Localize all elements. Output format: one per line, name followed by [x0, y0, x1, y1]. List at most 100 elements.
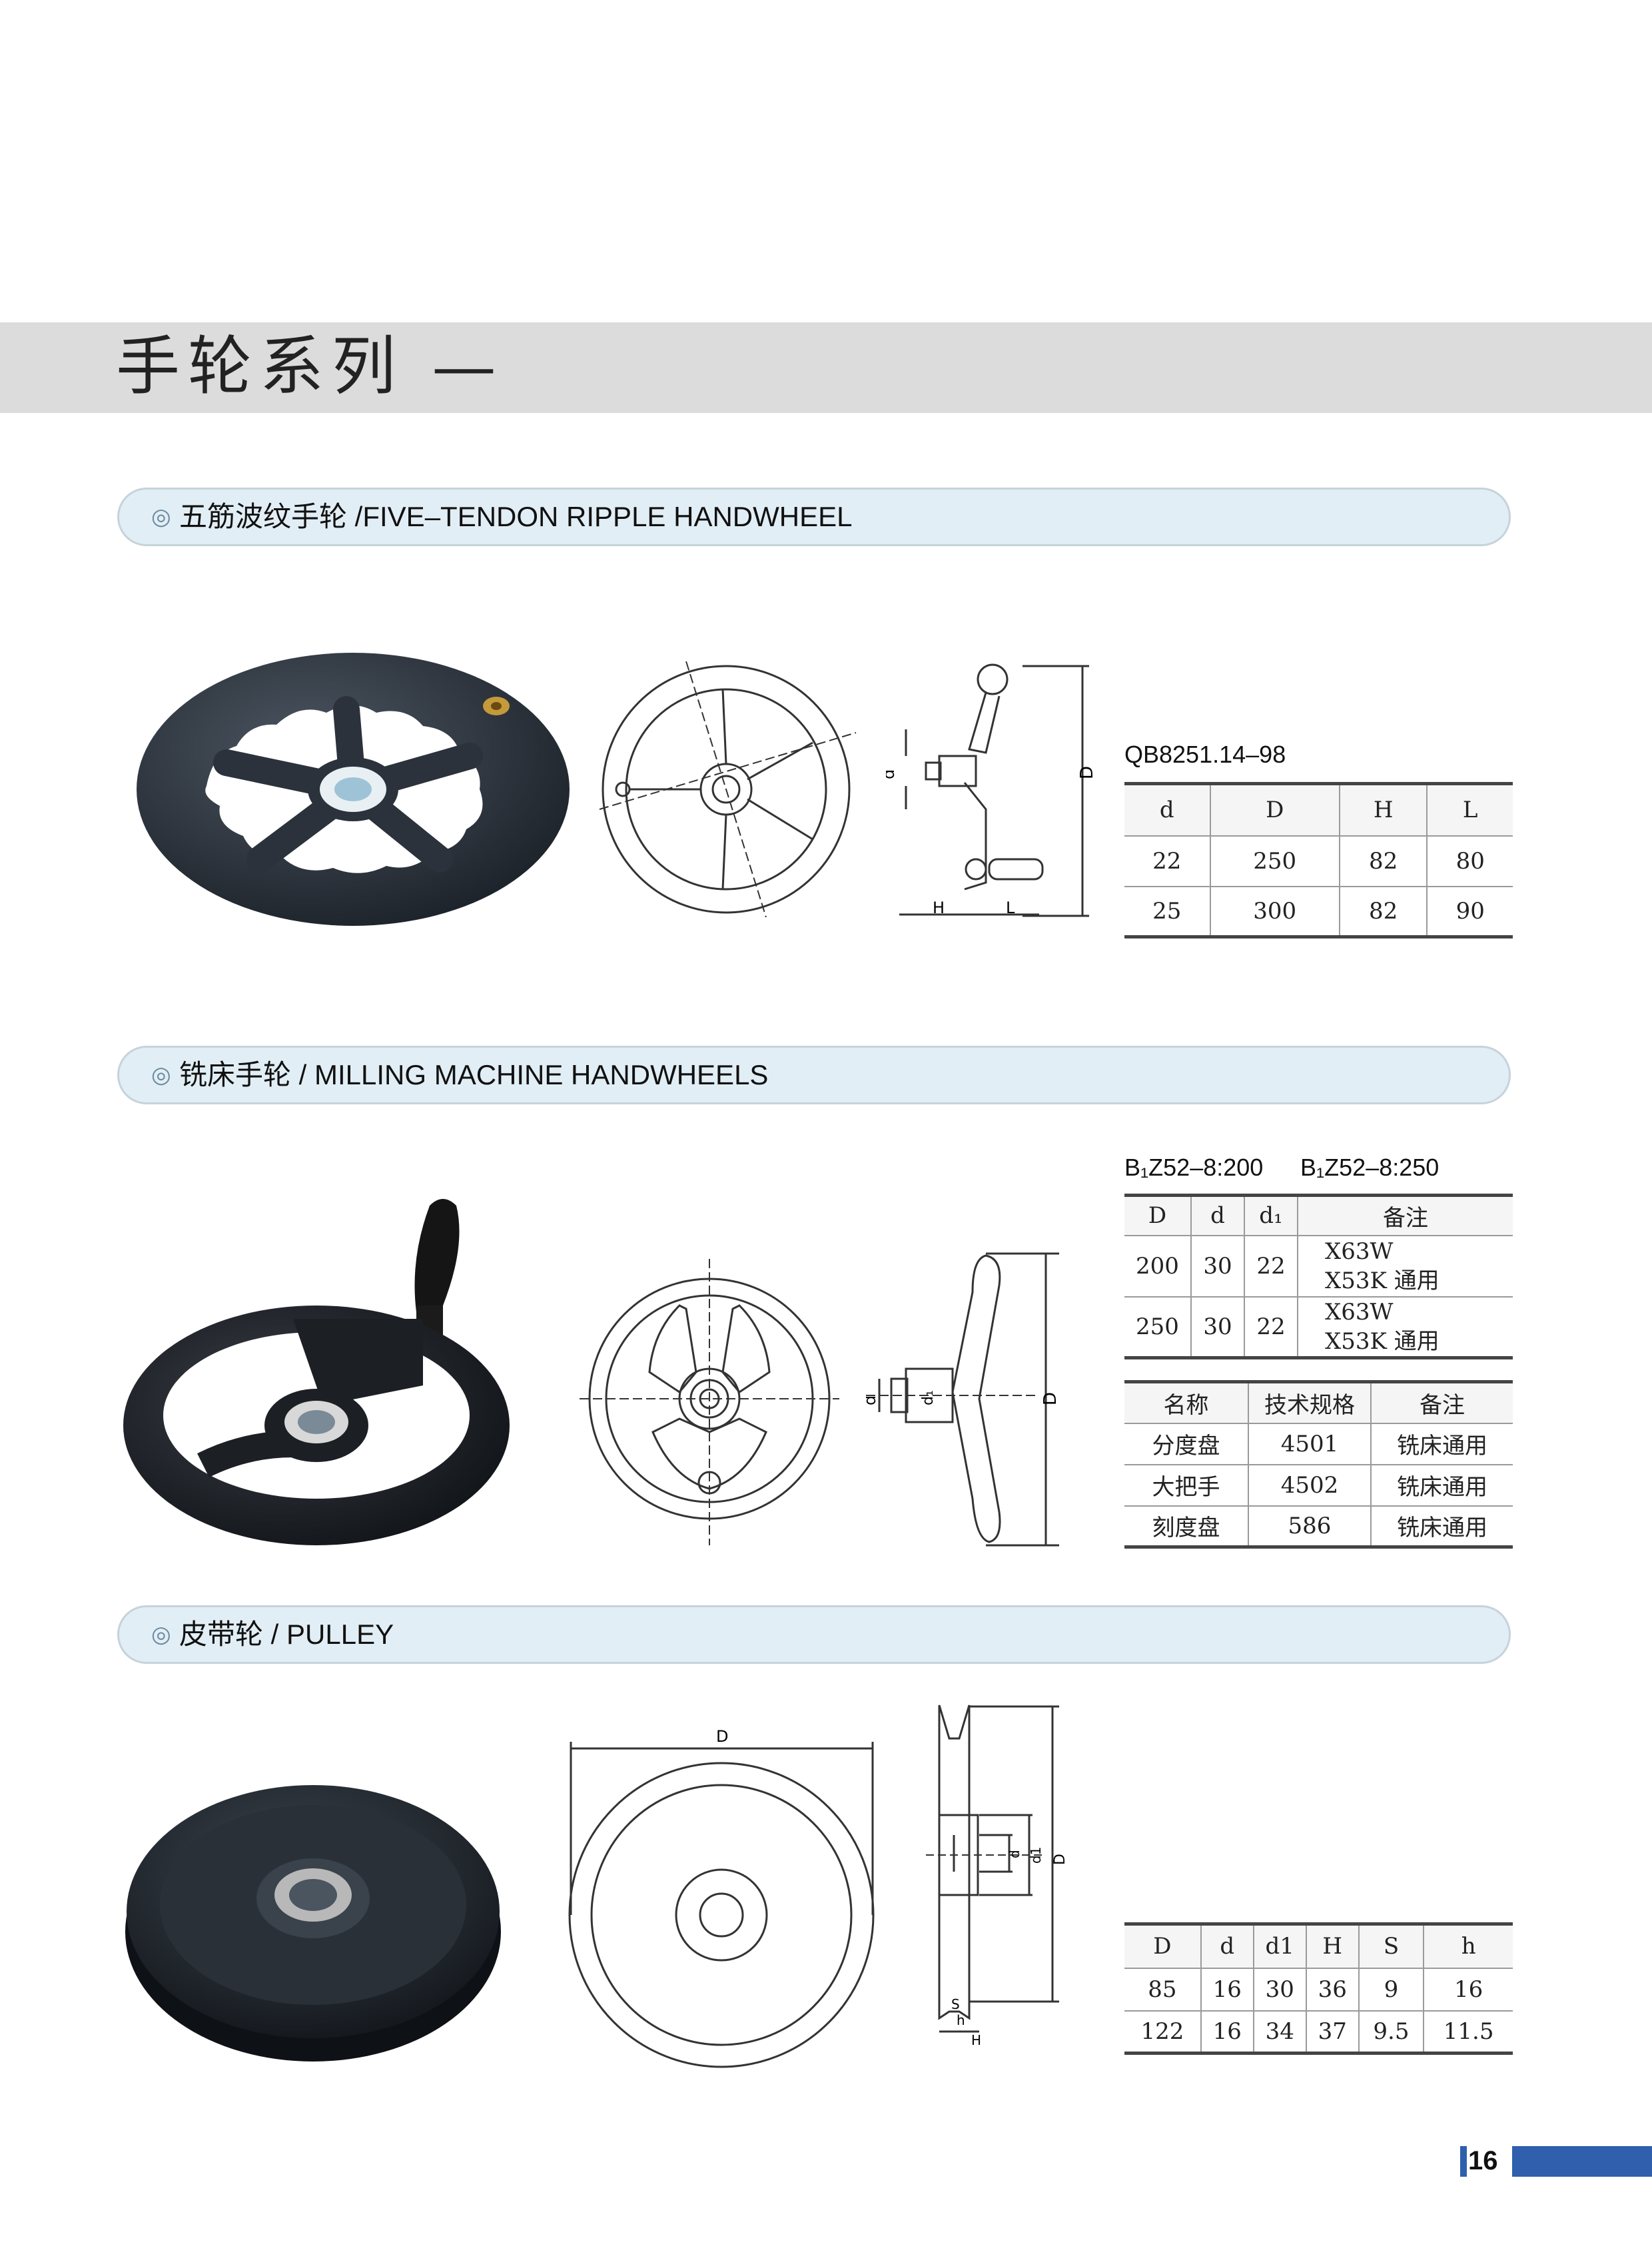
table-cell: 4502 [1248, 1464, 1372, 1506]
table-cell: 82 [1339, 835, 1428, 887]
note-line: X53K 通用 [1325, 1327, 1440, 1355]
col-header: D [1124, 1195, 1192, 1236]
table-cell: 11.5 [1443, 2018, 1494, 2045]
table-cell: 90 [1455, 897, 1485, 925]
ripple-handwheel-spec-table: d D H L 22 250 82 80 25 300 82 90 [1124, 782, 1513, 939]
pulley-front-drawing: D [568, 1727, 875, 2068]
dim-D-label: D [1077, 766, 1097, 779]
dim-S-label: S [951, 1996, 960, 2012]
page-title: 手轮系列 — [116, 329, 504, 404]
bullet-icon: ◎ [151, 504, 171, 530]
table-cell: 122 [1124, 2010, 1202, 2054]
col-header: D [1210, 783, 1340, 836]
table-cell: 30 [1191, 1296, 1245, 1358]
note-line: X63W [1325, 1238, 1394, 1265]
dim-L-label: L [1006, 899, 1015, 917]
ripple-handwheel-side-drawing: D d H L [886, 663, 1097, 917]
table-cell: 刻度盘 [1124, 1505, 1249, 1547]
table-cell: 25 [1124, 886, 1211, 937]
dim-H-label: H [933, 899, 945, 917]
model-code-b: B₁Z52–8:250 [1300, 1154, 1440, 1181]
table-cell: 22 [1244, 1235, 1298, 1297]
page-number-marker [1460, 2146, 1467, 2177]
col-header: 名称 [1124, 1381, 1249, 1423]
dim-d-label: d [866, 1395, 879, 1405]
table-cell: 22 [1124, 835, 1211, 887]
table-cell: 16 [1454, 1976, 1483, 2003]
col-header: 技术规格 [1248, 1381, 1372, 1423]
table-cell: 22 [1244, 1296, 1298, 1358]
table-cell: 85 [1124, 1968, 1202, 2011]
table-cell: 82 [1339, 886, 1428, 937]
col-header: d [1124, 783, 1211, 836]
dim-D-label: D [1040, 1392, 1060, 1405]
col-header: L [1427, 783, 1513, 836]
dim-d1-label: d1 [1028, 1847, 1044, 1864]
col-header: h [1424, 1924, 1513, 1968]
table-cell: 4501 [1248, 1423, 1372, 1465]
dim-d-label: d [886, 769, 898, 779]
ripple-handwheel-front-drawing [599, 661, 857, 918]
section-heading-pulley: ◎ 皮带轮 / PULLEY [117, 1605, 1511, 1664]
dim-d1-label: d₁ [920, 1390, 937, 1405]
table-cell: 34 [1253, 2010, 1307, 2054]
table-cell: 分度盘 [1124, 1423, 1249, 1465]
col-header: d [1191, 1195, 1245, 1236]
col-header: H [1339, 783, 1428, 836]
table-cell: 586 [1248, 1505, 1372, 1547]
bullet-icon: ◎ [151, 1062, 171, 1088]
table-cell: 大把手 [1124, 1464, 1249, 1506]
col-header: d1 [1253, 1924, 1307, 1968]
page-number: 16 [1468, 2146, 1498, 2175]
table-cell: 铣床通用 [1397, 1474, 1487, 1501]
section-heading-text: 五筋波纹手轮 /FIVE–TENDON RIPPLE HANDWHEEL [179, 501, 853, 532]
col-header: d [1200, 1924, 1254, 1968]
dim-d-label: d [1007, 1850, 1023, 1858]
table-cell: 36 [1306, 1968, 1360, 2011]
dim-D-label: D [1052, 1854, 1068, 1865]
col-header: S [1358, 1924, 1425, 1968]
milling-parts-table: 名称 技术规格 备注 分度盘 4501 铣床通用 大把手 4502 铣床通用 刻… [1124, 1380, 1513, 1549]
pulley-photo [125, 1785, 501, 2062]
table-cell: 16 [1200, 1968, 1254, 2011]
ripple-handwheel-photo [137, 653, 570, 926]
table-cell: 300 [1210, 886, 1340, 937]
standard-code-label: QB8251.14–98 [1124, 741, 1286, 768]
pulley-spec-table: D d d1 H S h 85 16 30 36 9 16 122 16 34 … [1124, 1922, 1513, 2055]
table-cell: 9.5 [1358, 2010, 1425, 2054]
milling-handwheel-spec-table: D d d₁ 备注 200 30 22 X63W X53K 通用 250 30 … [1124, 1194, 1513, 1359]
milling-handwheel-side-drawing: D d d₁ [866, 1252, 1060, 1547]
note-line: X63W [1325, 1298, 1394, 1325]
table-cell: 37 [1306, 2010, 1360, 2054]
table-cell: 250 [1124, 1296, 1192, 1358]
dim-D-label: D [716, 1727, 728, 1746]
section-heading-five-tendon: ◎ 五筋波纹手轮 /FIVE–TENDON RIPPLE HANDWHEEL [117, 488, 1511, 546]
table-cell: 铣床通用 [1397, 1515, 1487, 1542]
table-cell: 30 [1253, 1968, 1307, 2011]
col-header: d₁ [1244, 1195, 1298, 1236]
pulley-side-drawing: D d1 d S h H [926, 1704, 1068, 2048]
section-heading-text: 皮带轮 / PULLEY [179, 1619, 394, 1650]
col-header: H [1306, 1924, 1360, 1968]
table-cell: 9 [1358, 1968, 1425, 2011]
title-band [0, 322, 1652, 413]
section-heading-text: 铣床手轮 / MILLING MACHINE HANDWHEELS [179, 1059, 769, 1090]
col-header: 备注 [1298, 1195, 1513, 1236]
table-cell: 铣床通用 [1397, 1433, 1487, 1459]
table-cell: 80 [1455, 847, 1485, 875]
page-number-bar [1512, 2146, 1652, 2177]
table-cell: 250 [1210, 835, 1340, 887]
milling-handwheel-front-drawing [580, 1259, 839, 1545]
table-cell: 16 [1200, 2010, 1254, 2054]
note-line: X53K 通用 [1325, 1267, 1440, 1294]
dim-H-label: H [971, 2032, 981, 2048]
col-header: 备注 [1371, 1381, 1513, 1423]
table-cell: 30 [1191, 1235, 1245, 1297]
note-cell: X63W X53K 通用 [1298, 1297, 1513, 1358]
col-header: D [1124, 1924, 1202, 1968]
model-code-a: B₁Z52–8:200 [1124, 1154, 1264, 1181]
dim-h-label: h [957, 2012, 965, 2028]
milling-handwheel-photo [123, 1199, 510, 1545]
table-cell: 200 [1124, 1235, 1192, 1297]
note-cell: X63W X53K 通用 [1298, 1236, 1513, 1297]
